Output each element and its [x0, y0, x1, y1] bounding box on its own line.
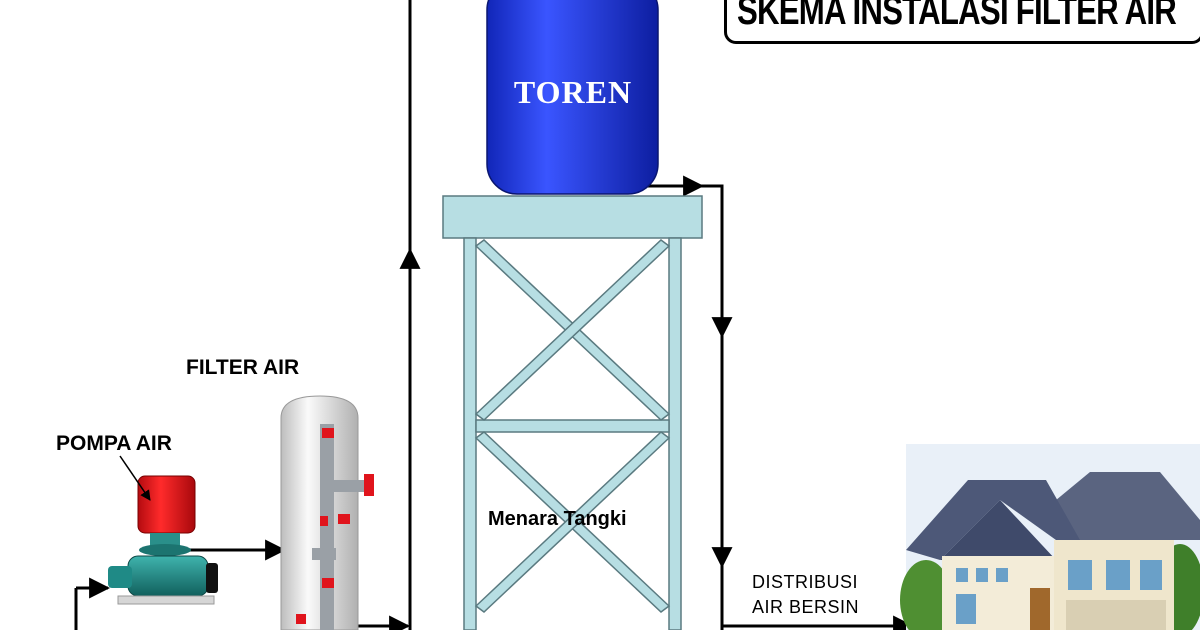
filter-valve-4 — [322, 578, 334, 588]
pump-flange — [139, 544, 191, 556]
pump-motor — [137, 475, 196, 534]
pump-label-pointer — [119, 455, 151, 501]
tower-brace-4 — [474, 431, 671, 613]
house-roof-gable — [940, 500, 1056, 560]
filter-label: FILTER AIR — [186, 356, 300, 379]
filter-pipe-vertical — [320, 424, 334, 630]
tower-label: Menara Tangki — [488, 508, 627, 530]
pump-body — [127, 555, 209, 597]
diagram-title: SKEMA INSTALASI FILTER AIR — [737, 0, 1177, 33]
house-window-4 — [956, 594, 976, 624]
tower-brace-2 — [474, 239, 671, 421]
house-door — [1030, 588, 1050, 630]
filter-valve-6 — [322, 428, 334, 438]
filter-valve-3 — [320, 516, 328, 526]
water-filter — [280, 395, 374, 630]
pump-end-cap — [206, 563, 218, 593]
house-porch — [1066, 600, 1166, 630]
title-box: SKEMA INSTALASI FILTER AIR — [724, 0, 1200, 44]
house-window-5 — [1068, 560, 1092, 590]
house-roof-back — [1044, 472, 1200, 540]
tank-body — [486, 0, 659, 195]
tower-leg-left — [463, 237, 477, 630]
tower-mid-beam — [475, 419, 670, 433]
tank-label: TOREN — [513, 74, 633, 110]
tower-platform — [442, 195, 703, 239]
filter-valve-2 — [338, 514, 350, 524]
tower-leg-right — [668, 237, 682, 630]
house-window-1 — [956, 568, 968, 582]
filter-pipe-h2 — [312, 548, 336, 560]
house-window-3 — [996, 568, 1008, 582]
water-tank — [486, 0, 659, 195]
filter-valve-1 — [364, 474, 374, 496]
filter-body — [280, 395, 359, 630]
house-tree-left — [900, 560, 952, 630]
pump-inlet — [108, 566, 132, 588]
house-window-7 — [1140, 560, 1162, 590]
pump-base — [117, 595, 215, 605]
pump-neck — [150, 533, 180, 547]
distribution-label-line1: DISTRIBUSI — [752, 572, 859, 592]
distribution-label-line2: AIR BERSIN — [752, 597, 860, 617]
water-pump — [108, 475, 218, 605]
house-roof-left — [906, 480, 1080, 560]
house-window-2 — [976, 568, 988, 582]
filter-valve-5 — [296, 614, 306, 624]
house-window-6 — [1106, 560, 1130, 590]
house-picture — [900, 444, 1200, 630]
pump-label: POMPA AIR — [56, 432, 172, 455]
water-tower — [442, 195, 703, 630]
